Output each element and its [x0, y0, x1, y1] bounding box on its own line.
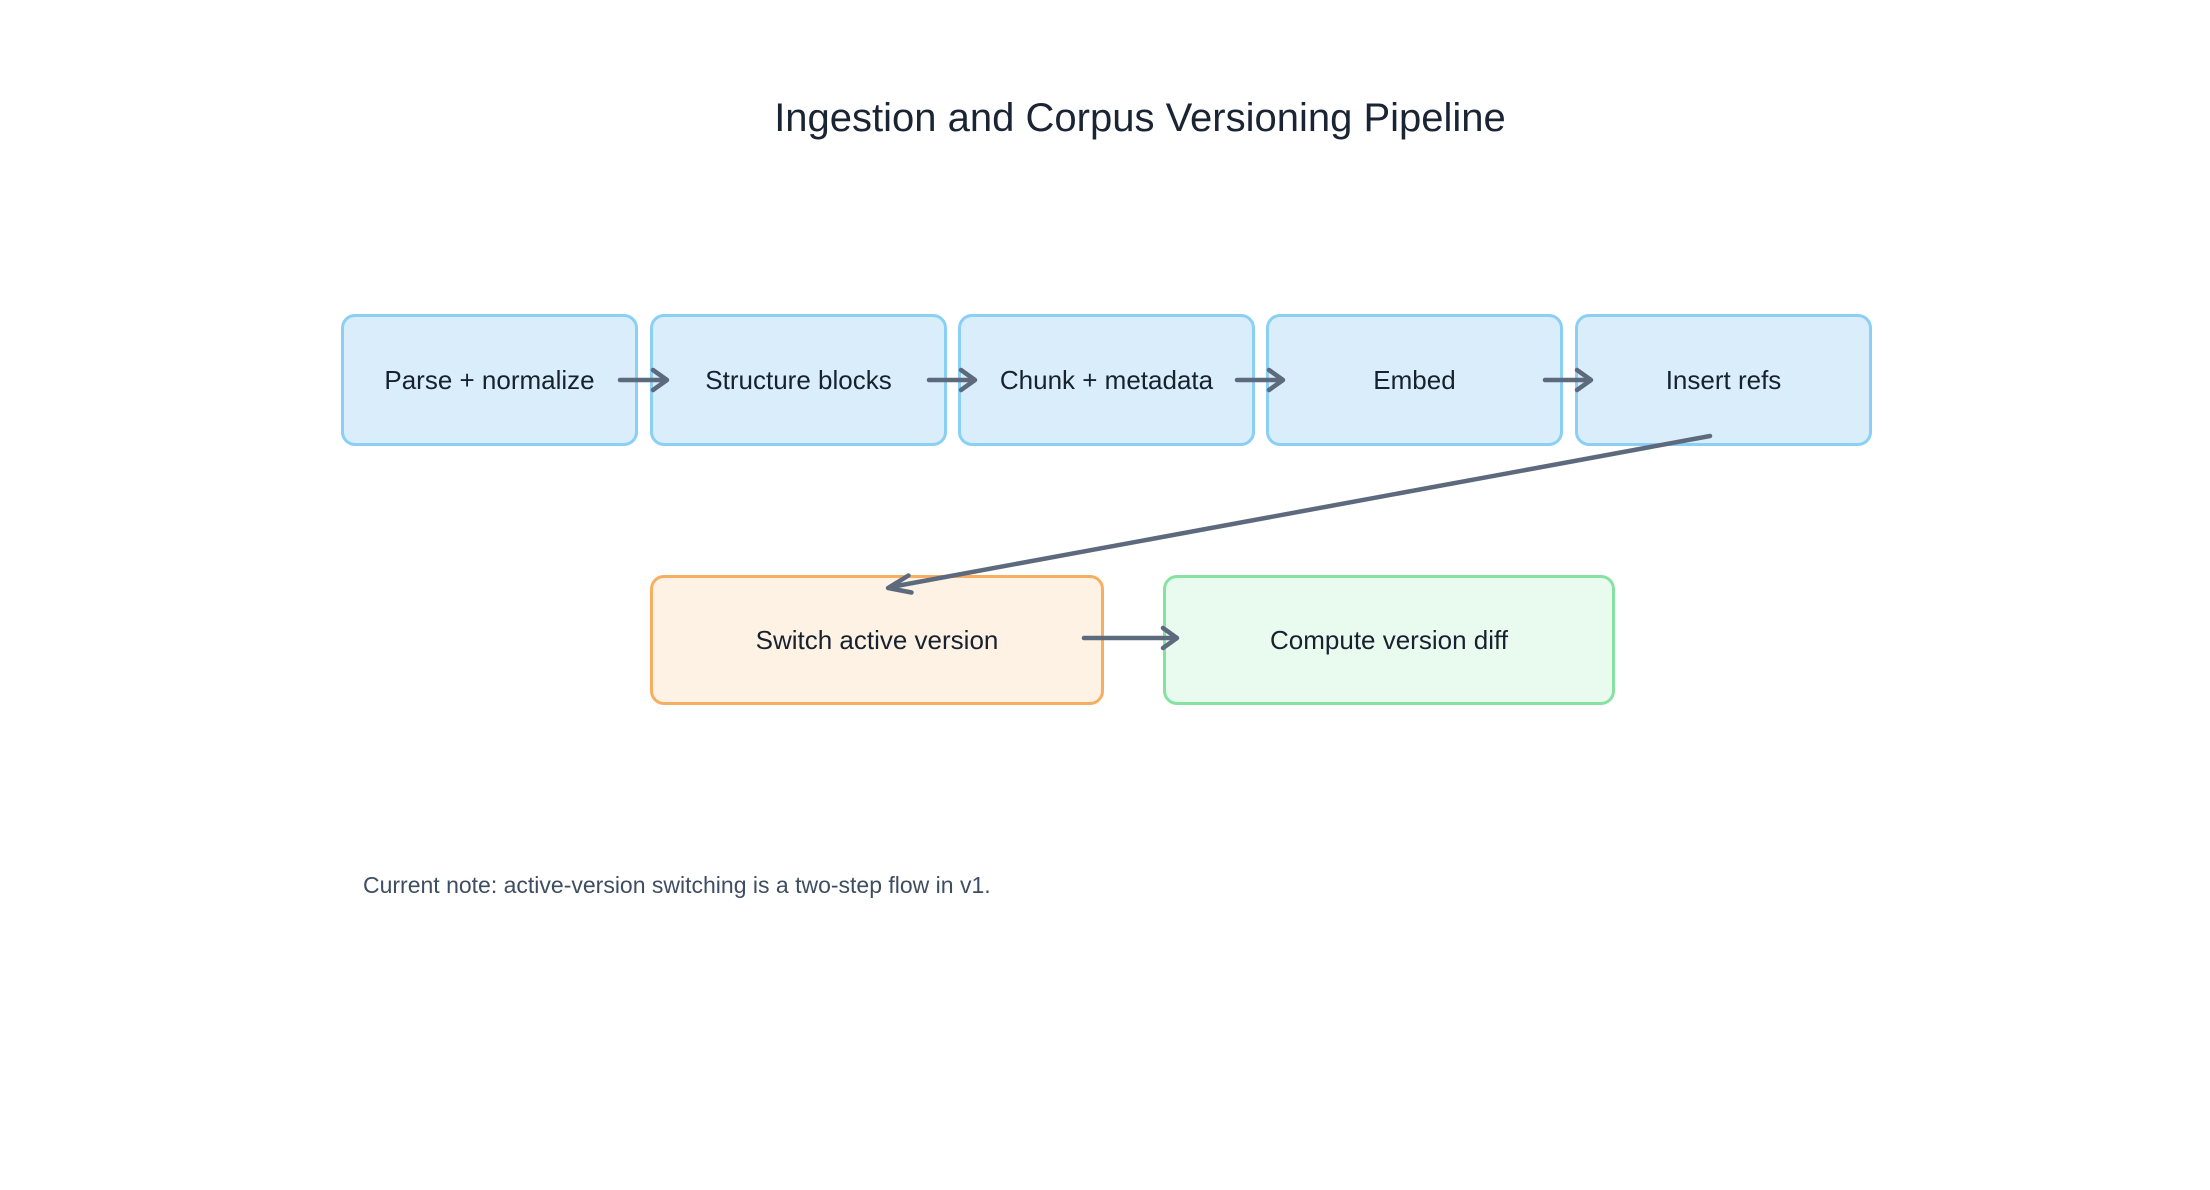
- node-switch-active-version: Switch active version: [650, 575, 1104, 705]
- node-insert-refs: Insert refs: [1575, 314, 1872, 446]
- diagram-title: Ingestion and Corpus Versioning Pipeline: [774, 96, 1506, 140]
- node-switch-active-version-label: Switch active version: [755, 624, 999, 655]
- node-embed: Embed: [1266, 314, 1563, 446]
- node-structure-blocks: Structure blocks: [650, 314, 947, 446]
- node-parse-normalize: Parse + normalize: [341, 314, 638, 446]
- node-compute-version-diff-label: Compute version diff: [1270, 624, 1508, 655]
- node-embed-label: Embed: [1373, 364, 1456, 395]
- footnote-text: Current note: active-version switching i…: [363, 872, 991, 898]
- node-insert-refs-label: Insert refs: [1665, 364, 1782, 395]
- node-parse-normalize-label: Parse + normalize: [384, 364, 595, 395]
- node-chunk-metadata-label: Chunk + metadata: [999, 364, 1214, 395]
- edge-insert-to-switch-arrow: [885, 433, 1713, 595]
- node-chunk-metadata: Chunk + metadata: [958, 314, 1255, 446]
- node-structure-blocks-label: Structure blocks: [705, 364, 892, 395]
- node-compute-version-diff: Compute version diff: [1163, 575, 1615, 705]
